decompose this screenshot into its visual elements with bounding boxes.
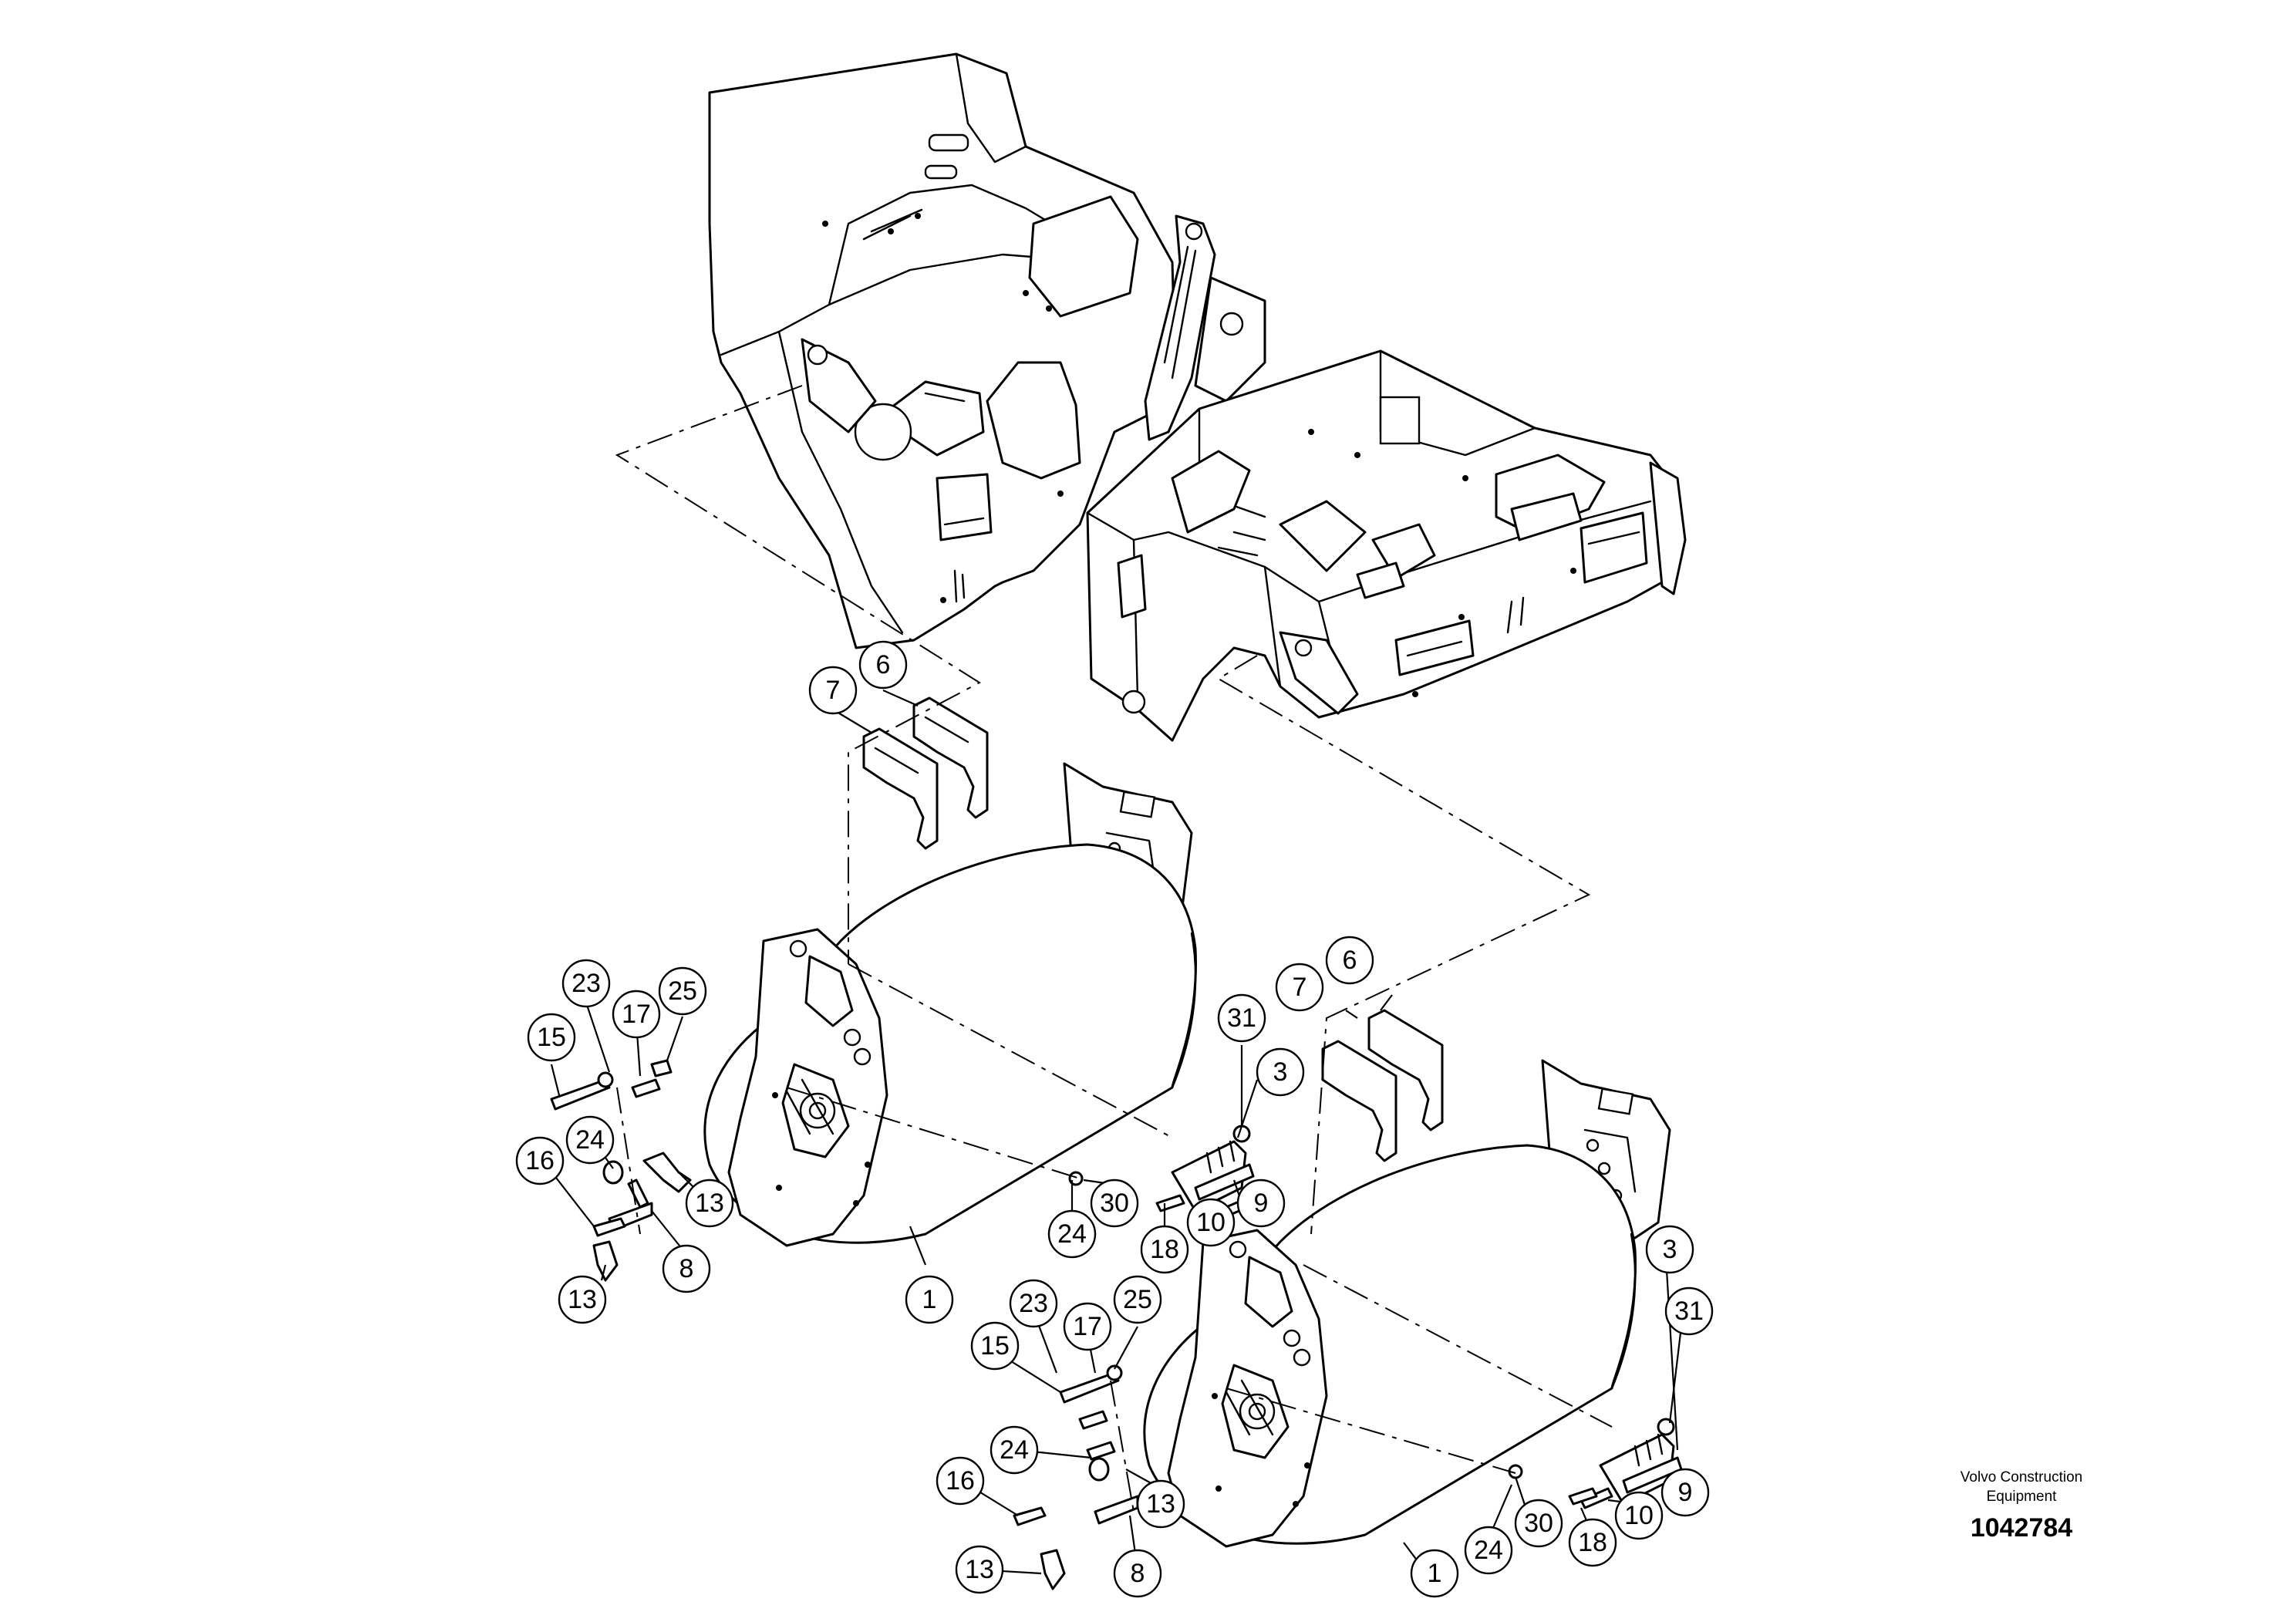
- callout-24-d: 24: [1464, 1526, 1513, 1575]
- callout-3: 3: [1256, 1047, 1305, 1097]
- callout-7-lower: 7: [1275, 963, 1324, 1012]
- callout-15-b: 15: [970, 1321, 1020, 1371]
- bracket-set-lower: [1321, 1009, 1444, 1162]
- svg-text:1: 1: [922, 1285, 937, 1314]
- hardware-set-2: [1013, 1364, 1683, 1590]
- callout-30-b: 30: [1514, 1499, 1563, 1548]
- callout-7: 7: [808, 666, 858, 715]
- callout-18-b: 18: [1568, 1518, 1617, 1567]
- svg-text:10: 10: [1624, 1501, 1654, 1530]
- svg-text:18: 18: [1578, 1528, 1607, 1557]
- svg-text:24: 24: [1000, 1435, 1029, 1465]
- callout-9: 9: [1236, 1179, 1286, 1228]
- callout-10-b: 10: [1614, 1491, 1664, 1540]
- figure-number: 1042784: [1970, 1513, 2073, 1543]
- svg-text:6: 6: [876, 650, 891, 679]
- svg-text:25: 25: [668, 976, 697, 1006]
- callout-13-d: 13: [955, 1545, 1004, 1594]
- callout-6: 6: [858, 640, 908, 690]
- callout-6-lower: 6: [1325, 936, 1374, 985]
- svg-text:31: 31: [1674, 1297, 1704, 1326]
- brand-name-line1: Volvo Construction: [1960, 1469, 2083, 1485]
- svg-text:15: 15: [980, 1331, 1010, 1361]
- svg-text:30: 30: [1100, 1189, 1129, 1218]
- assembly-lines: [615, 385, 1613, 1512]
- svg-text:25: 25: [1123, 1285, 1152, 1314]
- svg-text:8: 8: [679, 1254, 694, 1283]
- svg-text:6: 6: [1343, 946, 1357, 975]
- svg-text:3: 3: [1663, 1235, 1677, 1264]
- callout-1: 1: [905, 1275, 954, 1324]
- callout-31-b: 31: [1664, 1286, 1714, 1336]
- svg-text:24: 24: [1474, 1536, 1503, 1565]
- svg-text:23: 23: [571, 969, 601, 998]
- callout-31: 31: [1217, 993, 1266, 1043]
- svg-text:16: 16: [525, 1146, 555, 1175]
- svg-text:8: 8: [1131, 1559, 1145, 1588]
- callout-23: 23: [561, 959, 611, 1008]
- svg-text:7: 7: [1293, 973, 1307, 1002]
- callout-15: 15: [527, 1013, 576, 1062]
- svg-text:7: 7: [826, 676, 841, 705]
- svg-text:18: 18: [1150, 1235, 1179, 1264]
- callout-16: 16: [515, 1136, 565, 1185]
- svg-text:13: 13: [695, 1189, 724, 1218]
- drum-2: [1143, 1059, 1671, 1548]
- callout-13-c: 13: [1136, 1479, 1185, 1529]
- callout-23-b: 23: [1009, 1279, 1058, 1328]
- callout-24-c: 24: [990, 1425, 1039, 1475]
- callout-9-b: 9: [1660, 1468, 1710, 1517]
- callout-17-b: 17: [1063, 1302, 1112, 1351]
- svg-text:9: 9: [1254, 1189, 1269, 1218]
- callout-3-b: 3: [1645, 1225, 1694, 1274]
- drum-1: [703, 762, 1197, 1247]
- svg-text:1: 1: [1428, 1559, 1442, 1588]
- callout-10: 10: [1186, 1198, 1236, 1247]
- svg-text:17: 17: [1073, 1312, 1102, 1341]
- callout-1-b: 1: [1410, 1549, 1459, 1598]
- callout-16-b: 16: [936, 1456, 985, 1506]
- svg-text:3: 3: [1273, 1057, 1288, 1087]
- svg-text:23: 23: [1019, 1289, 1048, 1318]
- brand-name-line2: Equipment: [1986, 1489, 2057, 1505]
- callout-18: 18: [1140, 1225, 1189, 1274]
- callout-25: 25: [658, 966, 707, 1016]
- callout-24: 24: [565, 1115, 615, 1165]
- front-frame: [1086, 349, 1687, 742]
- svg-text:13: 13: [965, 1555, 994, 1584]
- callout-24-b: 24: [1047, 1209, 1097, 1259]
- svg-text:16: 16: [946, 1466, 975, 1496]
- callout-13: 13: [685, 1179, 734, 1228]
- svg-text:17: 17: [622, 1000, 651, 1029]
- svg-text:13: 13: [1146, 1489, 1175, 1519]
- callout-25-b: 25: [1113, 1275, 1162, 1324]
- svg-text:31: 31: [1227, 1003, 1256, 1033]
- svg-text:10: 10: [1196, 1208, 1226, 1237]
- callout-8-b: 8: [1113, 1549, 1162, 1598]
- callout-17: 17: [612, 990, 661, 1039]
- callout-30: 30: [1090, 1179, 1139, 1228]
- svg-text:13: 13: [568, 1285, 597, 1314]
- svg-text:9: 9: [1678, 1478, 1693, 1507]
- svg-text:30: 30: [1524, 1509, 1553, 1538]
- svg-text:15: 15: [537, 1023, 566, 1052]
- svg-text:24: 24: [1057, 1219, 1087, 1249]
- bracket-set-upper: [862, 696, 989, 850]
- svg-text:24: 24: [575, 1125, 605, 1155]
- callout-8: 8: [662, 1244, 711, 1293]
- callout-13-b: 13: [558, 1275, 607, 1324]
- rear-frame: [708, 52, 1266, 649]
